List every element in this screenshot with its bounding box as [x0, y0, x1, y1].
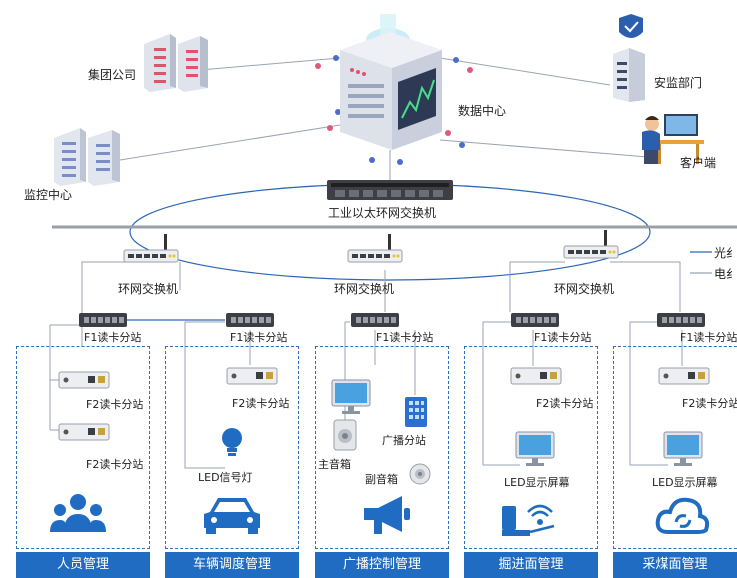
safety-dept-label: 安监部门	[654, 76, 703, 90]
f2-reader-icon	[58, 423, 110, 441]
industrial-switch-label: 工业以太环网交换机	[328, 206, 437, 220]
f2-label: F2读卡分站	[232, 397, 290, 410]
tab-tunneling[interactable]: 掘进面管理	[464, 552, 598, 578]
sub-speaker-label: 副音箱	[365, 473, 398, 486]
ring-switch-icon	[123, 234, 179, 263]
panel-mining	[613, 346, 737, 549]
f2-reader-icon	[58, 371, 110, 389]
led-light-label: LED信号灯	[198, 471, 253, 484]
panel-tunneling	[464, 346, 598, 549]
f1-switch-icon	[226, 313, 274, 327]
client-workstation-icon	[642, 114, 704, 164]
panel-broadcast	[315, 346, 449, 549]
f1-label: F1读卡分站	[230, 331, 288, 344]
panel-vehicle	[165, 346, 299, 549]
monitor-center-server-icon	[54, 128, 120, 186]
car-icon	[204, 498, 260, 534]
f1-label: F1读卡分站	[376, 331, 434, 344]
led-screen-label: LED显示屏幕	[504, 476, 570, 489]
monitor-icon	[663, 431, 703, 466]
tab-vehicle[interactable]: 车辆调度管理	[165, 552, 299, 578]
tab-mining[interactable]: 采煤面管理	[613, 552, 737, 578]
tab-personnel[interactable]: 人员管理	[16, 552, 150, 578]
group-company-label: 集团公司	[88, 68, 137, 82]
ring-switch-icon	[563, 230, 619, 259]
megaphone-icon	[364, 496, 410, 534]
data-center-label: 数据中心	[458, 104, 507, 118]
f2-reader-icon	[510, 367, 562, 385]
client-label: 客户端	[680, 156, 717, 170]
ring-switch-label-1: 环网交换机	[118, 282, 179, 296]
f2-reader-icon	[226, 367, 278, 385]
group-company-server-icon	[144, 34, 208, 92]
safety-dept-server-icon	[613, 14, 645, 102]
f1-switch-icon	[351, 313, 399, 327]
legend-fiber-label: 光纟	[714, 246, 737, 260]
data-center-icon	[340, 14, 442, 150]
industrial-switch-icon	[327, 180, 453, 200]
f2-label: F2读卡分站	[86, 398, 144, 411]
f1-switch-icon	[79, 313, 127, 327]
f2-label: F2读卡分站	[536, 397, 594, 410]
f1-label: F1读卡分站	[680, 331, 737, 344]
f2-reader-icon	[658, 367, 710, 385]
monitor-icon	[515, 431, 555, 466]
connection-dots	[315, 55, 473, 165]
sub-speaker-icon	[409, 463, 431, 485]
f2-label: F2读卡分站	[682, 397, 737, 410]
f1-label: F1读卡分站	[84, 331, 142, 344]
tab-broadcast[interactable]: 广播控制管理	[315, 552, 449, 578]
monitor-center-label: 监控中心	[24, 188, 73, 202]
led-screen-label: LED显示屏幕	[652, 476, 718, 489]
legend-cable-label: 电纟	[714, 267, 737, 281]
f1-switch-icon	[657, 313, 705, 327]
f1-switch-icon	[511, 313, 559, 327]
f1-label: F1读卡分站	[534, 331, 592, 344]
broadcast-station-label: 广播分站	[382, 434, 426, 447]
main-speaker-icon	[333, 419, 357, 451]
broadcast-station-icon	[405, 397, 427, 427]
people-icon	[50, 494, 106, 532]
cloud-icon	[655, 497, 710, 534]
monitor-icon	[331, 379, 371, 414]
wireless-icon	[502, 504, 555, 536]
ring-switch-label-2: 环网交换机	[334, 282, 395, 296]
ring-switch-label-3: 环网交换机	[554, 282, 615, 296]
led-light-icon	[222, 428, 242, 456]
panel-personnel	[16, 346, 150, 549]
ring-switch-icon	[347, 234, 403, 263]
f2-label: F2读卡分站	[86, 458, 144, 471]
main-speaker-label: 主音箱	[318, 458, 351, 471]
